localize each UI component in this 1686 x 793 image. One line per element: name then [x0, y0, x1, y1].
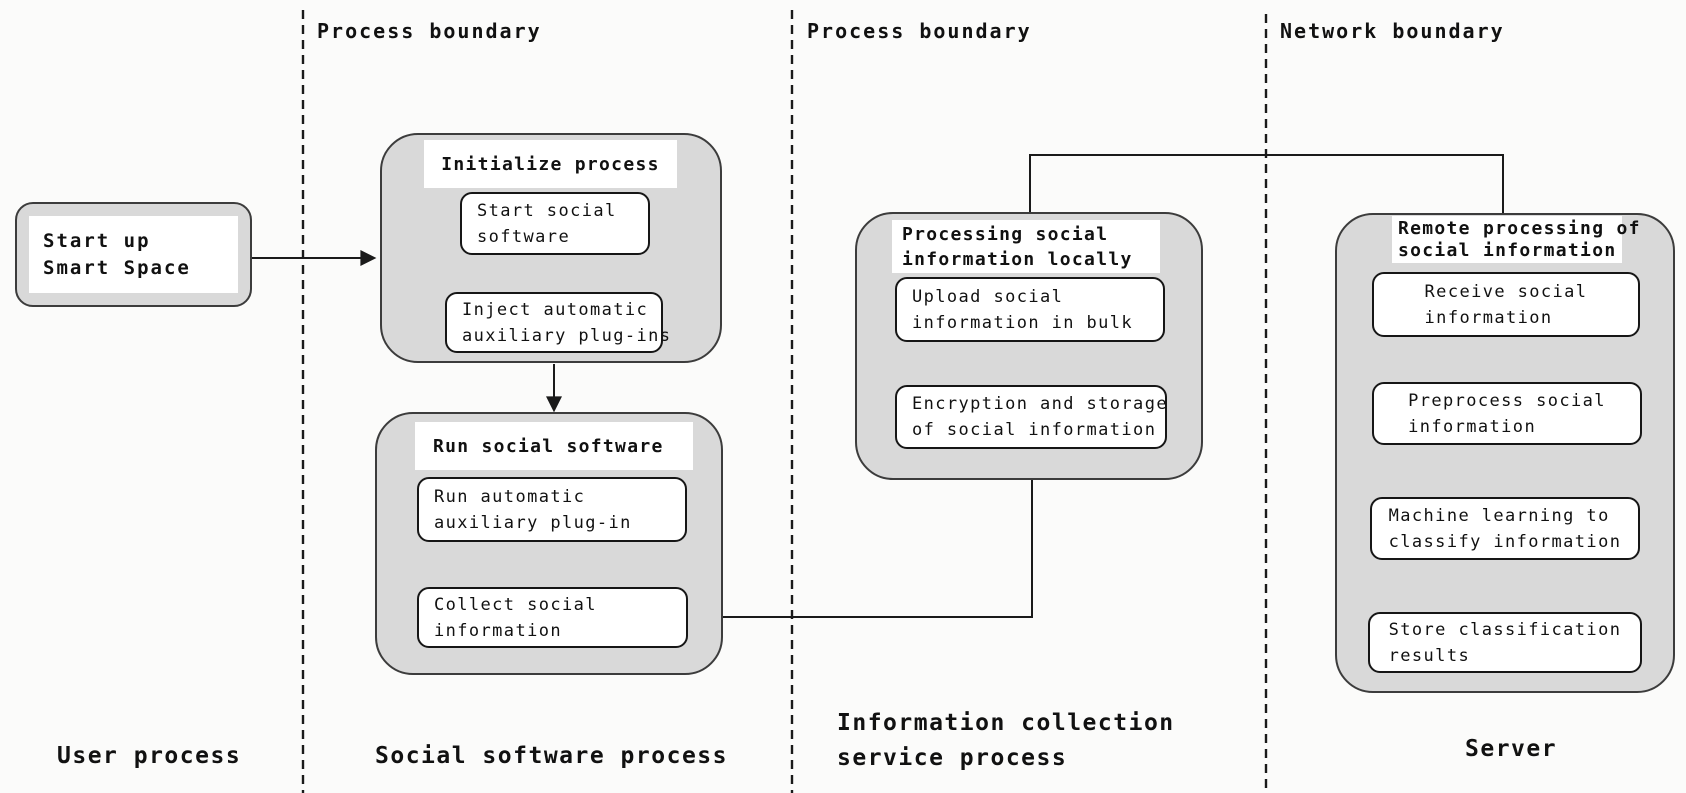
machine-learning-classify-node: Machine learning to classify information — [1370, 497, 1640, 560]
network-boundary-label: Network boundary — [1280, 19, 1505, 43]
lane-label-information-collection: Information collection service process — [837, 710, 1175, 771]
store-classification-results-node: Store classification results — [1368, 612, 1642, 673]
preprocess-social-information-node: Preprocess social information — [1372, 382, 1642, 445]
start-up-smart-space-node: Start up Smart Space — [15, 202, 252, 307]
encryption-storage-node: Encryption and storage of social informa… — [895, 385, 1167, 449]
lane-label-server: Server — [1465, 736, 1558, 762]
collect-social-information-node: Collect social information — [417, 587, 688, 648]
lane-label-user-process: User process — [57, 743, 242, 769]
initialize-process-title: Initialize process — [424, 140, 677, 188]
upload-social-information-node: Upload social information in bulk — [895, 277, 1165, 342]
receive-social-information-node: Receive social information — [1372, 272, 1640, 337]
inject-plugins-node: Inject automatic auxiliary plug-ins — [445, 292, 670, 353]
remote-processing-title: Remote processing of social information — [1392, 216, 1639, 263]
arrow-collect-to-encrypt — [689, 449, 1040, 618]
run-plugin-node: Run automatic auxiliary plug-in — [417, 477, 687, 542]
run-social-software-title: Run social software — [415, 422, 693, 470]
start-up-smart-space-text: Start up Smart Space — [29, 216, 238, 293]
lane-label-social-software-process: Social software process — [375, 743, 728, 769]
process-boundary-label-2: Process boundary — [807, 19, 1032, 43]
start-social-software-node: Start social software — [460, 192, 650, 255]
process-boundary-label-1: Process boundary — [317, 19, 542, 43]
processing-locally-title: Processing social information locally — [892, 220, 1160, 273]
